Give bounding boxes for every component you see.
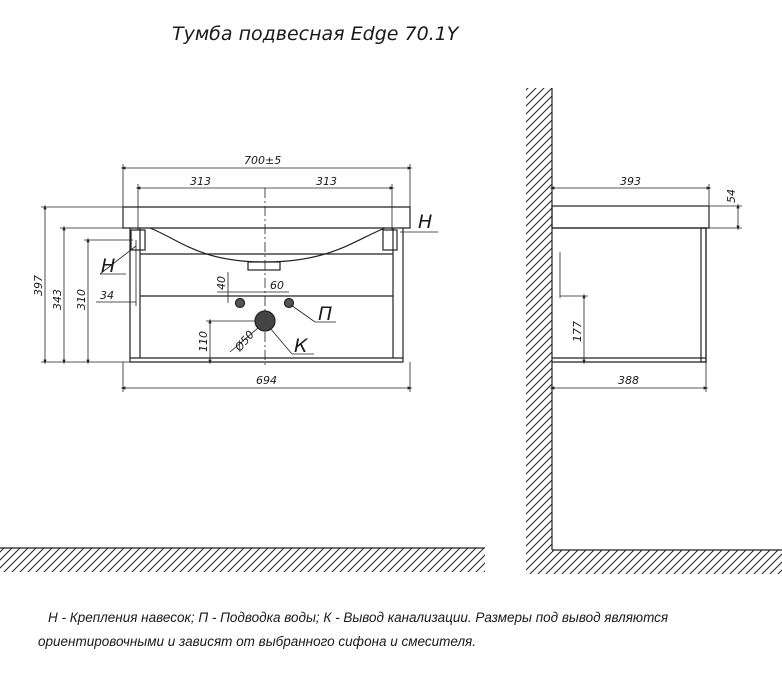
legend-note-line-2: ориентировочными и зависят от выбранного… <box>38 634 477 649</box>
drawing-title: Тумба подвесная Edge 70.1Y <box>172 23 460 45</box>
dim-height-3: 310 <box>75 289 88 310</box>
floor-left <box>0 547 485 572</box>
label-h-left: Н <box>101 255 115 277</box>
dim-half-left: 313 <box>190 175 211 188</box>
wall-hatch <box>526 88 552 574</box>
dim-depth-top: 393 <box>620 175 641 188</box>
label-h-right: Н <box>418 211 432 233</box>
basin-curve <box>149 227 386 263</box>
hanger-right <box>382 229 398 251</box>
legend-note-line-1: Н - Крепления навесок; П - Подводка воды… <box>48 610 669 625</box>
label-p: П <box>318 303 332 325</box>
side-dimensions <box>549 184 742 392</box>
dim-half-right: 313 <box>316 175 337 188</box>
dim-width-total: 700±5 <box>244 154 281 167</box>
side-view <box>526 88 782 574</box>
dim-height-total: 397 <box>32 275 45 296</box>
front-dimensions <box>41 164 438 392</box>
drain <box>247 261 281 271</box>
label-k: К <box>294 335 309 357</box>
dim-top-thickness: 54 <box>725 189 738 203</box>
hanger-left <box>130 229 146 251</box>
floor-hatch-right <box>552 550 782 574</box>
floor-hatch-left <box>0 548 485 572</box>
dim-40: 40 <box>215 276 228 290</box>
dim-offset-34: 34 <box>100 289 114 302</box>
dim-height-2: 343 <box>51 289 64 310</box>
side-countertop <box>551 205 710 229</box>
dim-height-177: 177 <box>571 321 584 342</box>
dim-depth-bottom: 388 <box>618 374 639 387</box>
dim-110: 110 <box>197 331 210 352</box>
water-pipe-left <box>234 297 246 309</box>
front-view <box>122 188 411 365</box>
countertop-outline <box>122 206 411 229</box>
cabinet-body <box>129 228 404 363</box>
dim-60: 60 <box>270 279 284 292</box>
dim-bottom-width: 694 <box>256 374 277 387</box>
